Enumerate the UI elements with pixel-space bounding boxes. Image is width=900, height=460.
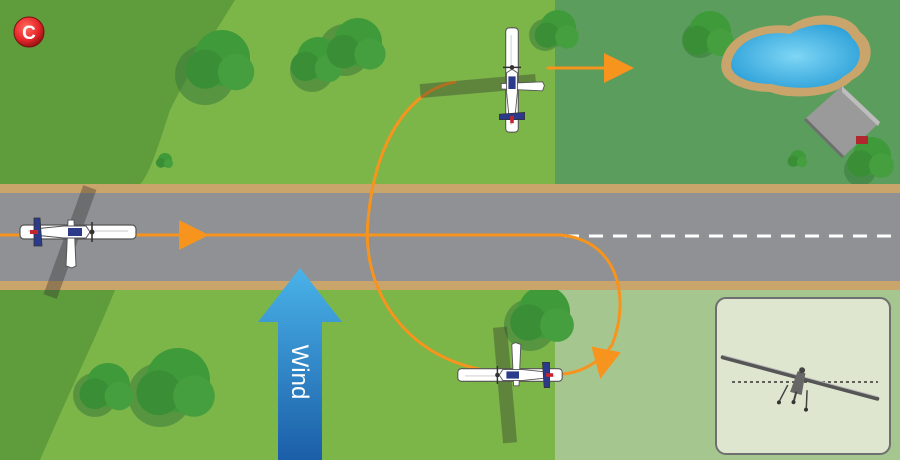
turn-arrow — [591, 346, 621, 379]
airplane-takeoff — [19, 185, 137, 299]
badge-label: C — [22, 23, 36, 44]
airplane-lower — [457, 326, 563, 444]
wind-arrow: Wind — [258, 268, 342, 460]
runway — [0, 184, 900, 290]
inset-panel — [715, 297, 891, 455]
airplane-upper — [419, 27, 546, 133]
wind-label: Wind — [286, 345, 313, 400]
house-icon — [804, 86, 880, 158]
crab-angle-airplane-icon — [720, 354, 880, 412]
crosswind-loop-path — [365, 80, 532, 375]
pond-icon — [721, 15, 871, 97]
figure-badge: C — [13, 16, 45, 48]
circle-c-badge-icon — [13, 16, 45, 48]
